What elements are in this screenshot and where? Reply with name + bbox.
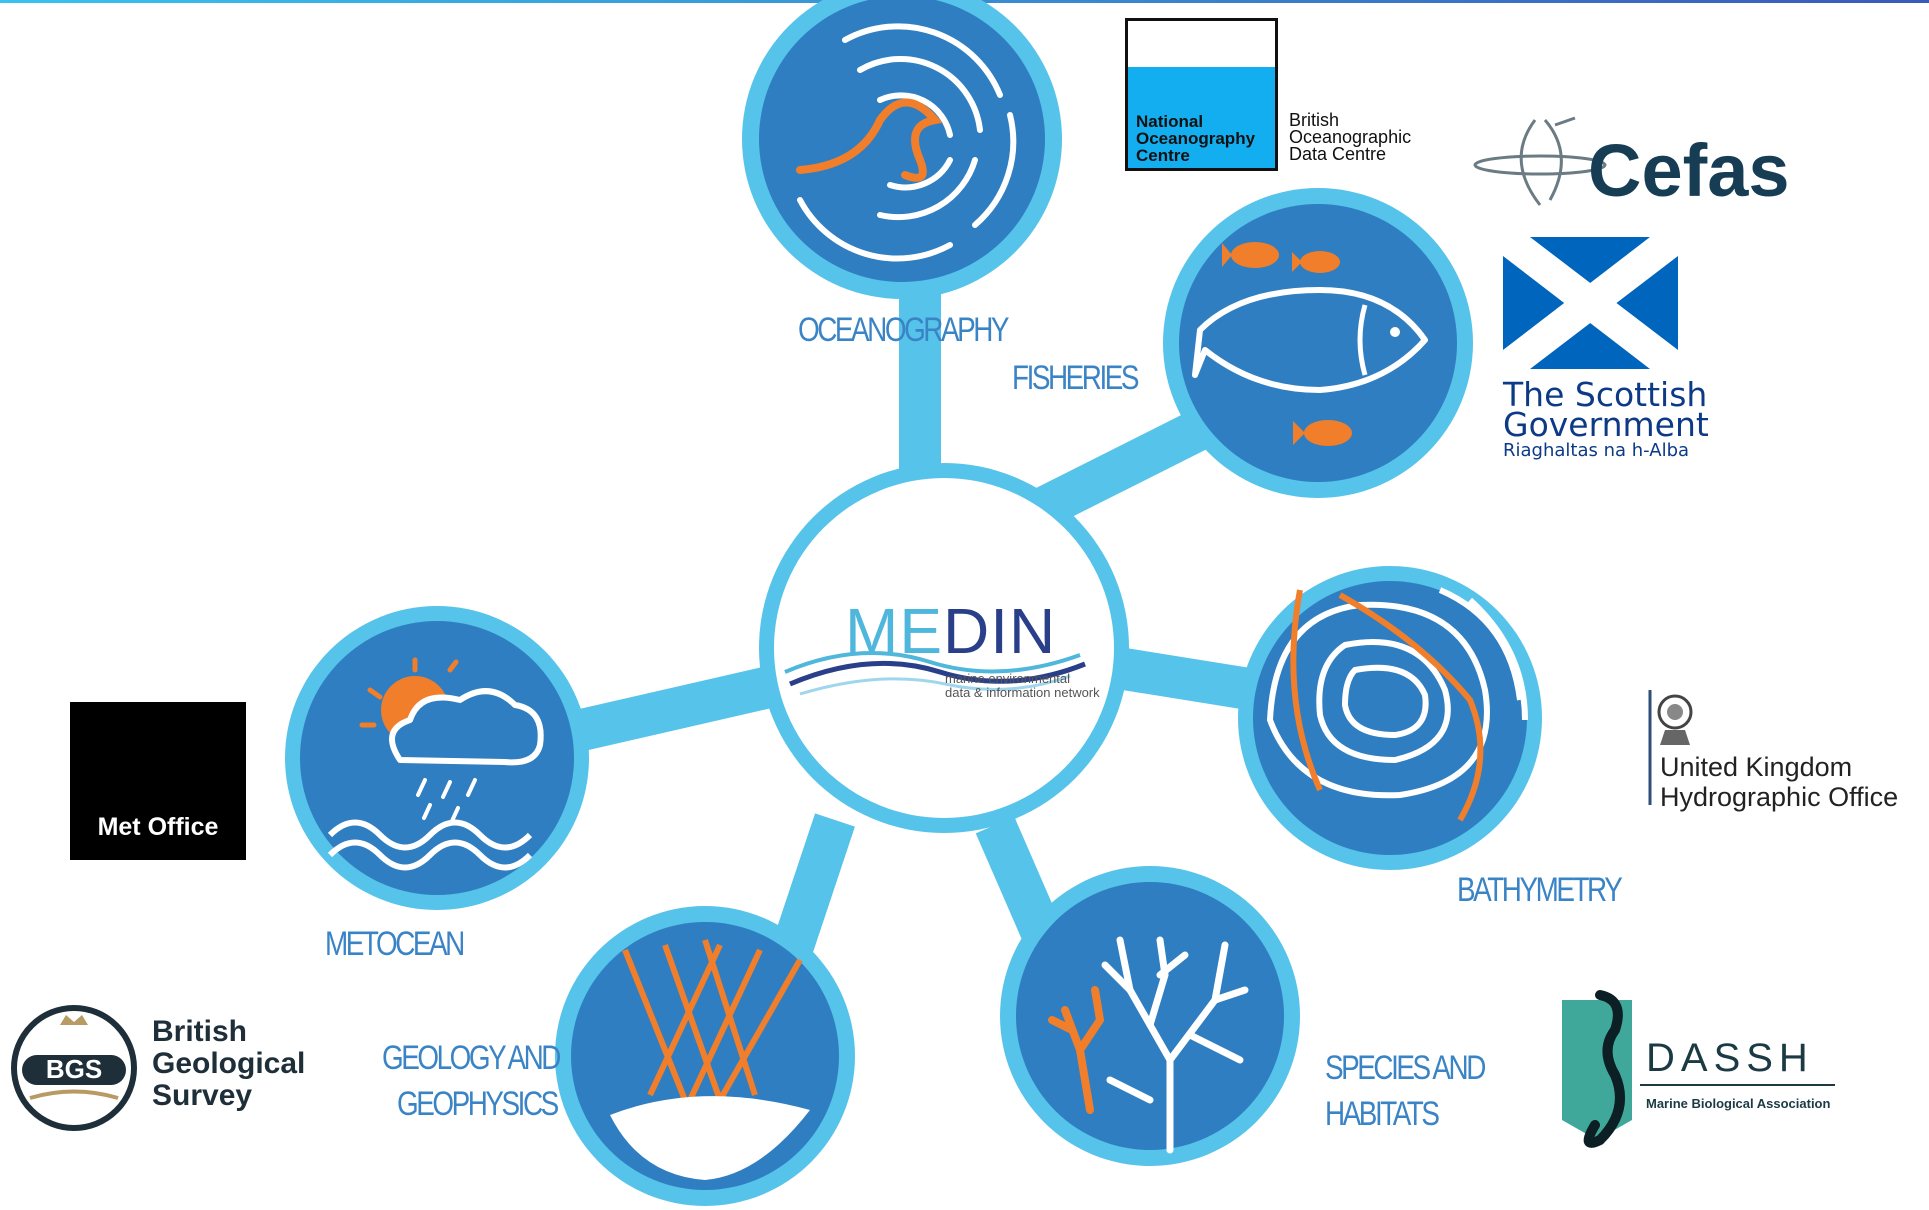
medin-wave-1 xyxy=(784,651,1081,674)
sg-line1: The Scottish xyxy=(1503,375,1708,414)
connectors xyxy=(555,290,1259,962)
sg-line3: Riaghaltas na h-Alba xyxy=(1503,440,1690,461)
met-office-logo: Met Office xyxy=(70,702,246,860)
connector-bathymetry xyxy=(1114,647,1259,711)
geology-geophysics-node xyxy=(555,906,855,1206)
ukho-crest-icon xyxy=(1648,690,1693,805)
medin-center-node xyxy=(759,463,1129,833)
bodc-logo-text: British Oceanographic Data Centre xyxy=(1289,110,1412,164)
bgs-badge-icon xyxy=(11,1005,137,1131)
noc-line1: National xyxy=(1136,112,1204,131)
species-habitats-node xyxy=(1000,866,1300,1166)
label-bathymetry: BATHYMETRY xyxy=(1457,871,1623,909)
medin-title: MEDIN xyxy=(845,594,1056,668)
noc-line2: Oceanography xyxy=(1136,129,1256,148)
bodc-line1: British xyxy=(1289,110,1340,130)
label-metocean: METOCEAN xyxy=(325,925,465,963)
fisheries-node xyxy=(1163,188,1473,498)
bgs-line1: British xyxy=(152,1015,248,1048)
label-fisheries: FISHERIES xyxy=(1012,359,1140,397)
ukho-logo-text: United Kingdom Hydrographic Office xyxy=(1660,752,1898,812)
bgs-logo-text: British Geological Survey xyxy=(152,1016,305,1112)
bodc-line3: Data Centre xyxy=(1289,144,1387,164)
medin-title-me: ME xyxy=(845,595,943,667)
connector-geology xyxy=(770,813,855,962)
bodc-line2: Oceanographic xyxy=(1289,127,1412,147)
connector-metocean xyxy=(555,667,770,756)
met-office-logo-text: Met Office xyxy=(97,813,219,841)
noc-logo-fill xyxy=(1128,67,1275,168)
cefas-logo-mark xyxy=(1473,116,1607,206)
noc-line3: Centre xyxy=(1136,146,1190,165)
medin-wave-2 xyxy=(789,660,1086,687)
label-species-line2: HABITATS xyxy=(1325,1095,1440,1133)
label-species-line1: SPECIES AND xyxy=(1325,1049,1486,1087)
bgs-badge-text: BGS xyxy=(45,1054,103,1084)
ukho-line1: United Kingdom xyxy=(1660,752,1853,782)
medin-wave-3 xyxy=(799,674,1071,696)
label-geology-line1: GEOLOGY AND xyxy=(382,1039,561,1077)
bgs-line3: Survey xyxy=(152,1079,253,1112)
oceanography-node xyxy=(742,0,1062,299)
medin-title-din: DIN xyxy=(943,595,1057,667)
dassh-logo-subtitle: Marine Biological Association xyxy=(1646,1096,1831,1111)
metocean-node xyxy=(285,606,589,910)
bathymetry-node xyxy=(1238,566,1542,870)
medin-subtitle: marine environmental data & information … xyxy=(945,672,1100,700)
label-geology-line2: GEOPHYSICS xyxy=(397,1085,559,1123)
connector-fisheries xyxy=(1025,401,1228,531)
dassh-seahorse-icon xyxy=(1562,990,1835,1148)
scottish-saltire-icon xyxy=(1503,237,1678,369)
dassh-logo-text: DASSH xyxy=(1646,1036,1814,1080)
label-oceanography: OCEANOGRAPHY xyxy=(798,311,1010,349)
sg-line2: Government xyxy=(1503,405,1709,444)
noc-logo-text: National Oceanography Centre xyxy=(1136,113,1255,164)
medin-subtitle-line1: marine environmental xyxy=(945,671,1071,686)
medin-subtitle-line2: data & information network xyxy=(945,685,1100,700)
bgs-line2: Geological xyxy=(152,1047,306,1080)
scottish-government-logo-text: The Scottish Government Riaghaltas na h-… xyxy=(1503,375,1709,462)
cefas-logo-text: Cefas xyxy=(1588,129,1790,212)
noc-logo: National Oceanography Centre xyxy=(1125,18,1278,171)
ukho-line2: Hydrographic Office xyxy=(1660,782,1899,812)
